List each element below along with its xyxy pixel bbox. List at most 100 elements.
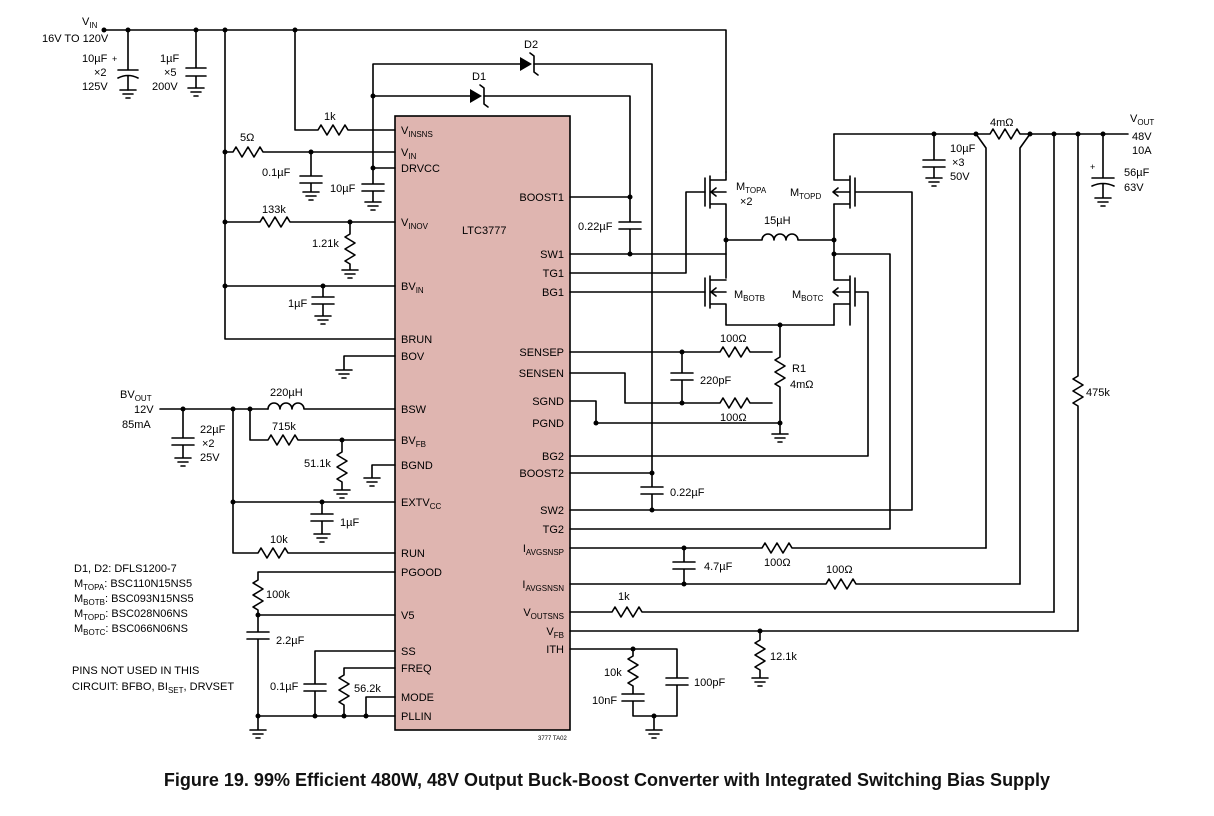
- r-1k-vout: 1k: [618, 591, 630, 603]
- vin-range: 16V TO 120V: [42, 33, 109, 45]
- pin-vfb: VFB: [546, 626, 564, 640]
- c-022-boost2: 0.22µF: [670, 487, 705, 499]
- r1-val: 4mΩ: [790, 379, 814, 391]
- r-100ohm-c: 100Ω: [764, 557, 791, 569]
- pin-bg2: BG2: [542, 451, 564, 463]
- c-10n: 10nF: [592, 695, 617, 707]
- c-in1-a: 10µF: [82, 53, 108, 65]
- c-10u-drvcc: 10µF: [330, 183, 356, 195]
- pin-run: RUN: [401, 548, 425, 560]
- d2-label: D2: [524, 39, 538, 51]
- c-01u-ss: 0.1µF: [270, 681, 299, 693]
- pin-vinsns: VINSNS: [401, 125, 433, 139]
- r-4m-out: 4mΩ: [990, 117, 1014, 129]
- svg-text:+: +: [112, 54, 117, 64]
- pin-sgnd: SGND: [532, 396, 564, 408]
- chip-code: 3777 TA02: [538, 736, 567, 742]
- d1-label: D1: [472, 71, 486, 83]
- c-22u-c: 25V: [200, 452, 220, 464]
- r-121k-fb: 12.1k: [770, 651, 797, 663]
- bvout-title: BVOUT: [120, 389, 152, 403]
- pin-ss: SS: [401, 646, 416, 658]
- vin-title: VIN: [82, 16, 98, 30]
- mtopa-label: MTOPA: [736, 181, 767, 195]
- pin-vinov: VINOV: [401, 217, 429, 231]
- mtopa-x2: ×2: [740, 196, 753, 208]
- chip-name: LTC3777: [462, 225, 506, 237]
- parts-list-item: MTOPD: BSC028N06NS: [74, 608, 188, 622]
- r-475k: 475k: [1086, 387, 1110, 399]
- r1-label: R1: [792, 363, 806, 375]
- c-in1-c: 125V: [82, 81, 108, 93]
- parts-list-item: D1, D2: DFLS1200-7: [74, 563, 177, 575]
- pin-v5: V5: [401, 610, 414, 622]
- pin-bvin: BVIN: [401, 281, 424, 295]
- ltc3777-chip: [394, 115, 571, 731]
- c-out1-a: 10µF: [950, 143, 976, 155]
- pin-boost2: BOOST2: [519, 468, 564, 480]
- r-562k: 56.2k: [354, 683, 381, 695]
- pin-bvfb: BVFB: [401, 435, 426, 449]
- mbotc-label: MBOTC: [792, 289, 824, 303]
- pin-voutsns: VOUTSNS: [523, 607, 564, 621]
- c-100p: 100pF: [694, 677, 725, 689]
- c-22u-v5: 2.2µF: [276, 635, 305, 647]
- r-100ohm-b: 100Ω: [720, 412, 747, 424]
- unused-pins-line2: CIRCUIT: BFBO, BISET, DRVSET: [72, 681, 234, 695]
- pin-pllin: PLLIN: [401, 711, 432, 723]
- pin-mode: MODE: [401, 692, 434, 704]
- pin-bov: BOV: [401, 351, 425, 363]
- r-121k: 1.21k: [312, 238, 339, 250]
- pin-extvcc: EXTVCC: [401, 497, 442, 511]
- c-in2-a: 1µF: [160, 53, 179, 65]
- vout-v: 48V: [1132, 131, 1152, 143]
- pin-tg2: TG2: [543, 524, 564, 536]
- r-715k: 715k: [272, 421, 296, 433]
- r-10k-run: 10k: [270, 534, 288, 546]
- l-220u: 220µH: [270, 387, 303, 399]
- c-47u: 4.7µF: [704, 561, 733, 573]
- r-100ohm-d: 100Ω: [826, 564, 853, 576]
- pin-boost1: BOOST1: [519, 192, 564, 204]
- parts-list-item: MBOTB: BSC093N15NS5: [74, 593, 194, 607]
- r-1k-vinsns: 1k: [324, 111, 336, 123]
- c-in2-b: ×5: [164, 67, 177, 79]
- pin-ith: ITH: [546, 644, 564, 656]
- r-511k: 51.1k: [304, 458, 331, 470]
- pin-bgnd: BGND: [401, 460, 433, 472]
- pin-sensep: SENSEP: [519, 347, 564, 359]
- pin-freq: FREQ: [401, 663, 432, 675]
- c-out2-b: 63V: [1124, 182, 1144, 194]
- vout-title: VOUT: [1130, 113, 1154, 127]
- bvout-v: 12V: [134, 404, 154, 416]
- vin-rail: [103, 29, 727, 173]
- pin-pgood: PGOOD: [401, 567, 442, 579]
- parts-list-item: MBOTC: BSC066N06NS: [74, 623, 188, 637]
- c-01u: 0.1µF: [262, 167, 291, 179]
- r-100k: 100k: [266, 589, 290, 601]
- c-022-boost1: 0.22µF: [578, 221, 613, 233]
- l-15u: 15µH: [764, 215, 791, 227]
- r-133k: 133k: [262, 204, 286, 216]
- c-22u-a: 22µF: [200, 424, 226, 436]
- figure-caption: Figure 19. 99% Efficient 480W, 48V Outpu…: [163, 770, 1051, 790]
- r-100ohm-a: 100Ω: [720, 333, 747, 345]
- vout-i: 10A: [1132, 145, 1152, 157]
- pin-pgnd: PGND: [532, 418, 564, 430]
- pin-drvcc: DRVCC: [401, 163, 440, 175]
- pin-tg1: TG1: [543, 268, 564, 280]
- c-1u-extvcc: 1µF: [340, 517, 359, 529]
- r-5ohm: 5Ω: [240, 132, 254, 144]
- pin-bg1: BG1: [542, 287, 564, 299]
- svg-text:+: +: [1090, 162, 1095, 172]
- mtopd-label: MTOPD: [790, 187, 821, 201]
- bvout-i: 85mA: [122, 419, 151, 431]
- pin-iavgsnsn: IAVGSNSN: [522, 579, 564, 593]
- c-out1-c: 50V: [950, 171, 970, 183]
- pin-bsw: BSW: [401, 404, 427, 416]
- c-220p: 220pF: [700, 375, 731, 387]
- pin-iavgsnsp: IAVGSNSP: [523, 543, 564, 557]
- pin-brun: BRUN: [401, 334, 432, 346]
